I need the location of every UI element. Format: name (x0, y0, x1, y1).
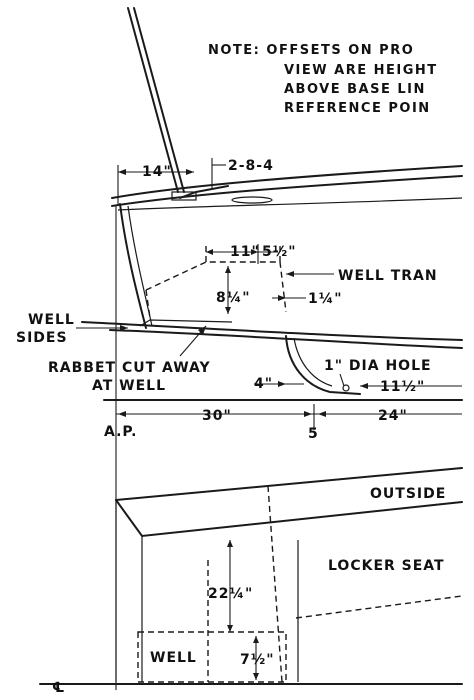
dim-22-25-arrow-top (227, 540, 233, 547)
rabbet-line (139, 319, 233, 327)
station-baseline: A.P. 30" 5 24" (103, 206, 463, 690)
transom-line (119, 203, 147, 329)
well-sides-text-1: WELL (28, 312, 75, 328)
dim-8-25-text: 8¼" (216, 290, 251, 306)
plan-well-outline (137, 631, 287, 683)
dim-5-5-text: 5½" (262, 244, 297, 260)
well-outline (145, 261, 287, 313)
dim-11-5-arrow (360, 383, 368, 389)
dim-4-arrow (278, 381, 286, 387)
plan-well-text: WELL (150, 650, 197, 666)
centerline-symbol: ℄ (52, 680, 66, 696)
note-line-4: REFERENCE POIN (284, 101, 431, 116)
note-line-3: ABOVE BASE LIN (284, 82, 426, 97)
dim-8-25-arrow-top (225, 266, 231, 273)
locker-seat-text: LOCKER SEAT (328, 558, 445, 574)
dim-7-5-text: 7½" (240, 652, 275, 668)
plan-view: OUTSIDE LOCKER SEAT 22¼" WELL 7½" ℄ (39, 467, 463, 696)
dim-7-5-arrow-top (253, 636, 259, 643)
plan-seat-dash (295, 595, 463, 619)
dim-14-arrow-left (118, 169, 126, 175)
note-line-1: NOTE: OFFSETS ON PRO (208, 43, 414, 58)
sheer-line (111, 165, 463, 199)
rabbet-text-2: AT WELL (92, 378, 166, 394)
rub-rail-line (117, 197, 463, 211)
note-line-2: VIEW ARE HEIGHT (284, 63, 438, 78)
dim-11-5-text: 11½" (380, 379, 425, 395)
plan-station-dash (267, 485, 283, 683)
well-sides-arrow (120, 325, 128, 331)
outside-text: OUTSIDE (370, 486, 446, 502)
dim-14-text: 14" (142, 164, 172, 180)
mast-line-a (127, 7, 179, 193)
cutaway-curve (285, 335, 361, 395)
dim-7-5-arrow-bottom (253, 673, 259, 680)
dim-11-text: 11" (230, 244, 260, 260)
plan-outside-line (115, 467, 463, 501)
keel-line (81, 321, 463, 341)
dim-22-25-text: 22¼" (208, 586, 253, 602)
dim-1-25-text: 1¼" (308, 291, 343, 307)
right-edge-mask (464, 0, 474, 700)
chock-block (171, 191, 197, 201)
hole-text: 1" DIA HOLE (324, 358, 432, 374)
dim-30-text: 30" (202, 408, 232, 424)
dim-22-25-arrow-bottom (227, 625, 233, 632)
well-sides-text-2: SIDES (16, 330, 68, 346)
rabbet-text-1: RABBET CUT AWAY (48, 360, 211, 376)
baseline-arrow-st5-left (304, 411, 312, 417)
dim-14-arrow-right (186, 169, 194, 175)
dim-11-arrow-left (206, 249, 213, 255)
profile-dimensions: 14" 2-8-4 11" 5½" WELL TRAN 8¼" 1¼" WELL… (16, 158, 462, 395)
cutaway-curve-inner (293, 337, 333, 387)
rabbet-arrow (198, 326, 206, 335)
deck-line (111, 175, 463, 207)
dim-code-text: 2-8-4 (228, 158, 274, 174)
dim-24-text: 24" (378, 408, 408, 424)
keel-line-lower (109, 329, 463, 349)
mast-line-b (133, 7, 185, 193)
plan-inside-line (115, 499, 463, 538)
baseline-arrow-st5-right (318, 411, 326, 417)
profile-view (81, 7, 463, 395)
station-5-text: 5 (308, 426, 319, 442)
dim-4-text: 4" (254, 376, 273, 392)
ap-text: A.P. (104, 424, 137, 440)
dim-11-arrow-right (251, 249, 258, 255)
well-transom-dash (145, 289, 151, 319)
deck-hatch (231, 196, 273, 204)
hole-circle (342, 384, 350, 392)
well-transom-arrow (286, 271, 294, 277)
hole-leader (339, 373, 345, 387)
well-transom-text: WELL TRAN (338, 268, 438, 284)
drawing-note: NOTE: OFFSETS ON PRO VIEW ARE HEIGHT ABO… (208, 43, 438, 116)
dim-8-25-arrow-bottom (225, 307, 231, 314)
dim-1-25-arrow (278, 295, 286, 301)
baseline-arrow-ap (118, 411, 126, 417)
